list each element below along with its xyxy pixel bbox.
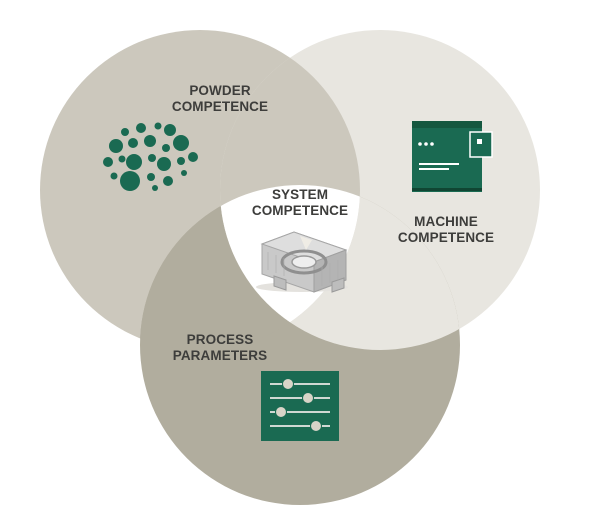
system-competence-label: SYSTEM COMPETENCE — [240, 187, 360, 219]
machine-icon — [412, 121, 493, 192]
machine-competence-label: MACHINE COMPETENCE — [386, 214, 506, 246]
powder-label-line-2: COMPETENCE — [171, 99, 269, 114]
sliders-icon — [261, 371, 339, 441]
powder-competence-label: POWDER COMPETENCE — [160, 83, 280, 115]
powder-label-line-1: POWDER — [189, 83, 251, 98]
process-label-line-1: PROCESS — [186, 332, 254, 347]
system-label-line-2: COMPETENCE — [251, 203, 349, 218]
powder-particles-icon — [103, 122, 198, 191]
machine-label-line-1: MACHINE — [414, 214, 478, 229]
machine-label-line-2: COMPETENCE — [397, 230, 495, 245]
process-parameters-label: PROCESS PARAMETERS — [160, 332, 280, 364]
system-label-line-1: SYSTEM — [271, 187, 329, 202]
part-3d-icon — [256, 231, 348, 293]
process-label-line-2: PARAMETERS — [172, 348, 268, 363]
